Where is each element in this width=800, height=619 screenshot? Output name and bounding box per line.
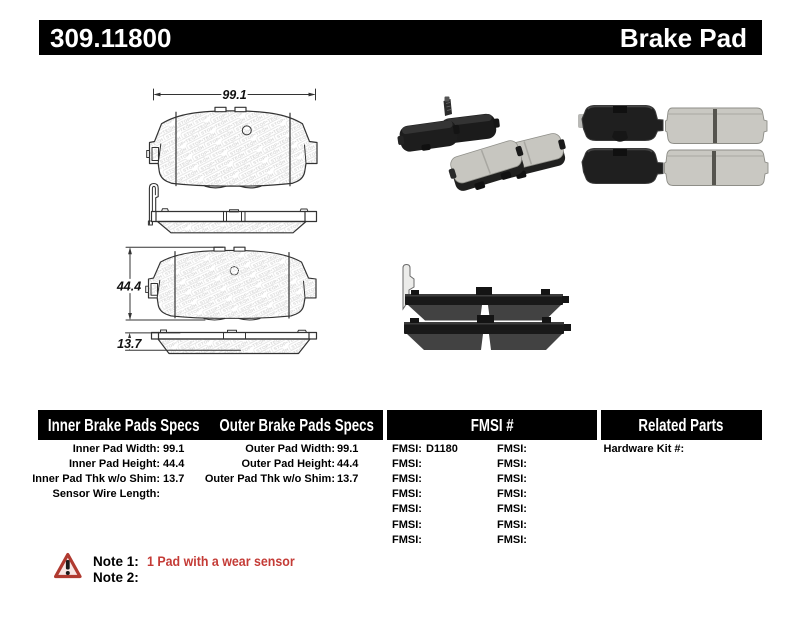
svg-text:99.1: 99.1 <box>222 88 246 102</box>
svg-text:44.4: 44.4 <box>116 280 141 294</box>
svg-text:13.7: 13.7 <box>117 337 142 351</box>
